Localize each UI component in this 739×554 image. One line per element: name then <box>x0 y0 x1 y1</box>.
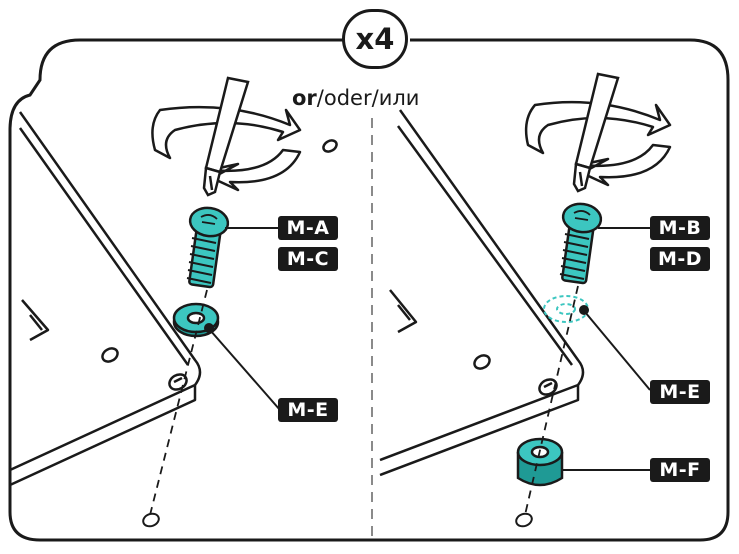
spacer-icon <box>516 437 564 487</box>
left-panel <box>9 76 338 528</box>
label-m-e-right: M-E <box>650 380 710 404</box>
label-m-d: M-D <box>650 247 710 271</box>
rotation-arrow-icon <box>151 105 302 192</box>
alternative-text: or/oder/или <box>292 86 419 110</box>
right-panel <box>379 72 672 528</box>
frame-border <box>8 38 730 542</box>
left-axis-line <box>149 289 208 516</box>
right-bottom-hole <box>515 512 533 528</box>
right-screw-icon <box>559 202 603 285</box>
label-m-c: M-C <box>278 247 338 271</box>
right-leader-lines <box>562 227 651 471</box>
alt-or: or <box>292 86 317 110</box>
label-m-b: M-B <box>650 216 710 240</box>
screwdriver-icon <box>202 76 250 197</box>
alt-sep-1: / <box>316 86 324 110</box>
label-m-a: M-A <box>278 216 338 240</box>
screwdriver-icon-right <box>572 72 620 193</box>
label-m-e-left: M-E <box>278 398 338 422</box>
right-axis-line <box>524 285 579 516</box>
left-leader-lines <box>204 227 281 411</box>
left-screw-icon <box>186 206 230 289</box>
right-base-plate <box>379 109 585 477</box>
alt-oder: oder <box>323 86 372 110</box>
left-bottom-hole <box>142 512 160 528</box>
alt-ili: или <box>378 86 420 110</box>
quantity-badge: x4 <box>342 9 408 69</box>
alt-sep-2: / <box>371 86 379 110</box>
left-base-plate <box>9 111 338 487</box>
label-m-f: M-F <box>650 458 710 482</box>
